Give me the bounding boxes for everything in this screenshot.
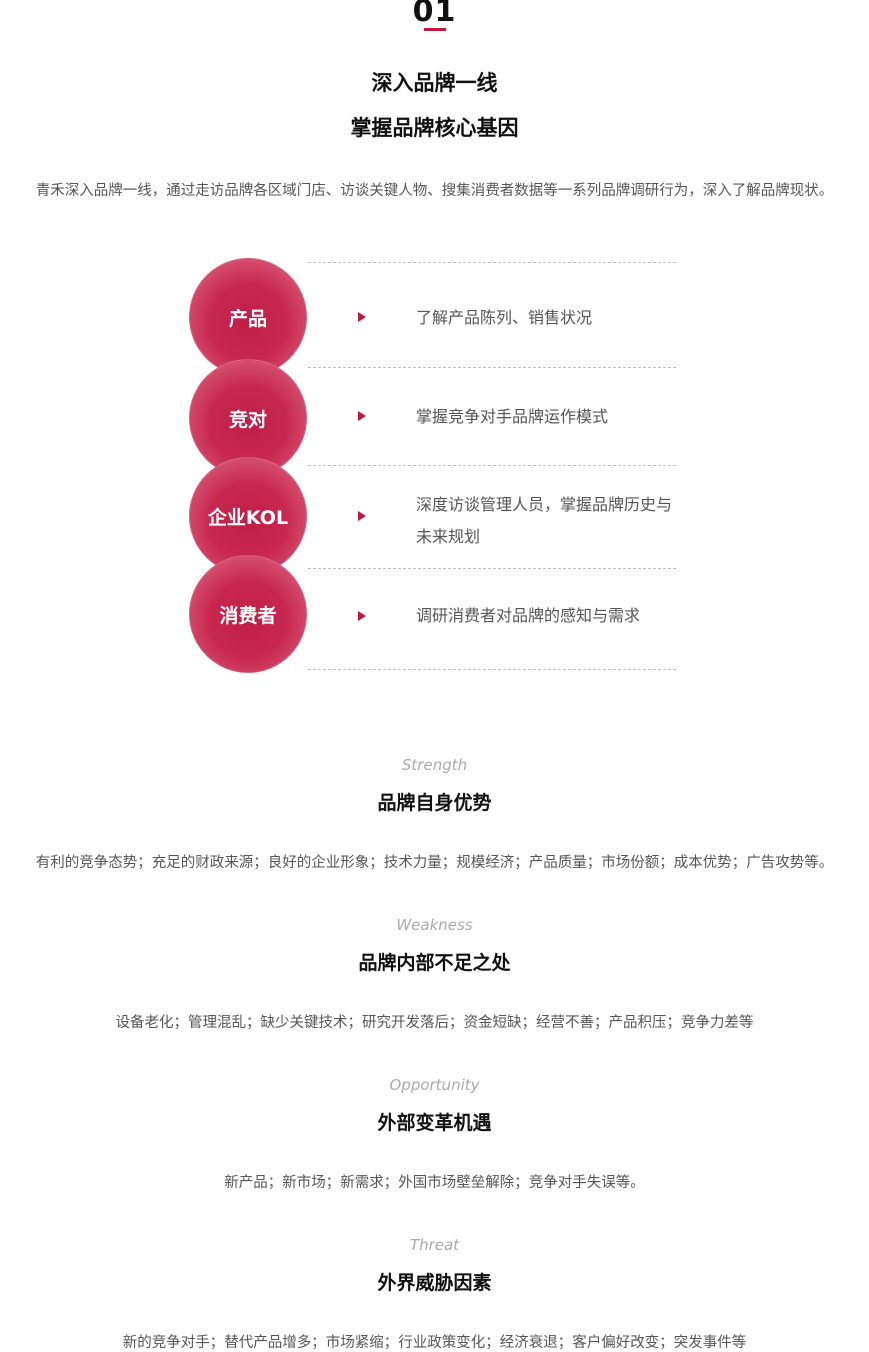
swot-strength-desc: 有利的竞争态势；充足的财政来源；良好的企业形象；技术力量；规模经济；产品质量；市… [35,855,834,871]
research-desc-competitor: 掌握竞争对手品牌运作模式 [416,407,609,426]
divider [308,262,676,263]
divider [308,367,676,368]
swot-weakness-title: 品牌内部不足之处 [358,952,511,974]
swot-weakness-eng: Weakness [396,916,473,934]
divider [308,568,676,569]
research-desc-kol: 深度访谈管理人员，掌握品牌历史与未来规划 [416,495,673,546]
section-intro: 青禾深入品牌一线，通过走访品牌各区域门店、访谈关键人物、搜集消费者数据等一系列品… [35,183,834,199]
divider [308,669,676,670]
research-circle-product: 产品 [189,258,307,376]
research-circle-consumer: 消费者 [189,555,307,673]
swot-threat-title: 外界威胁因素 [377,1272,492,1294]
swot-weakness-desc: 设备老化；管理混乱；缺少关键技术；研究开发落后；资金短缺；经营不善；产品积压；竞… [115,1015,754,1031]
triangle-right-icon [358,312,366,322]
swot-opportunity-eng: Opportunity [389,1076,480,1094]
swot-threat-eng: Threat [409,1236,460,1254]
research-desc-consumer: 调研消费者对品牌的感知与需求 [416,606,641,625]
divider [308,465,676,466]
triangle-right-icon [358,611,366,621]
section-title-line2: 掌握品牌核心基因 [350,116,519,140]
research-circle-competitor: 竞对 [189,359,307,477]
section-title-line1: 深入品牌一线 [371,71,498,95]
swot-strength-title: 品牌自身优势 [377,792,492,814]
swot-opportunity-title: 外部变革机遇 [377,1112,492,1134]
section-number-underline [424,28,446,31]
swot-threat-desc: 新的竞争对手；替代产品增多；市场紧缩；行业政策变化；经济衰退；客户偏好改变；突发… [122,1335,747,1351]
triangle-right-icon [358,411,366,421]
swot-strength-eng: Strength [401,756,468,774]
research-desc-product: 了解产品陈列、销售状况 [416,308,593,327]
triangle-right-icon [358,511,366,521]
section-number: 01 [412,0,457,29]
swot-opportunity-desc: 新产品；新市场；新需求；外国市场壁垒解除；竞争对手失误等。 [224,1175,645,1191]
